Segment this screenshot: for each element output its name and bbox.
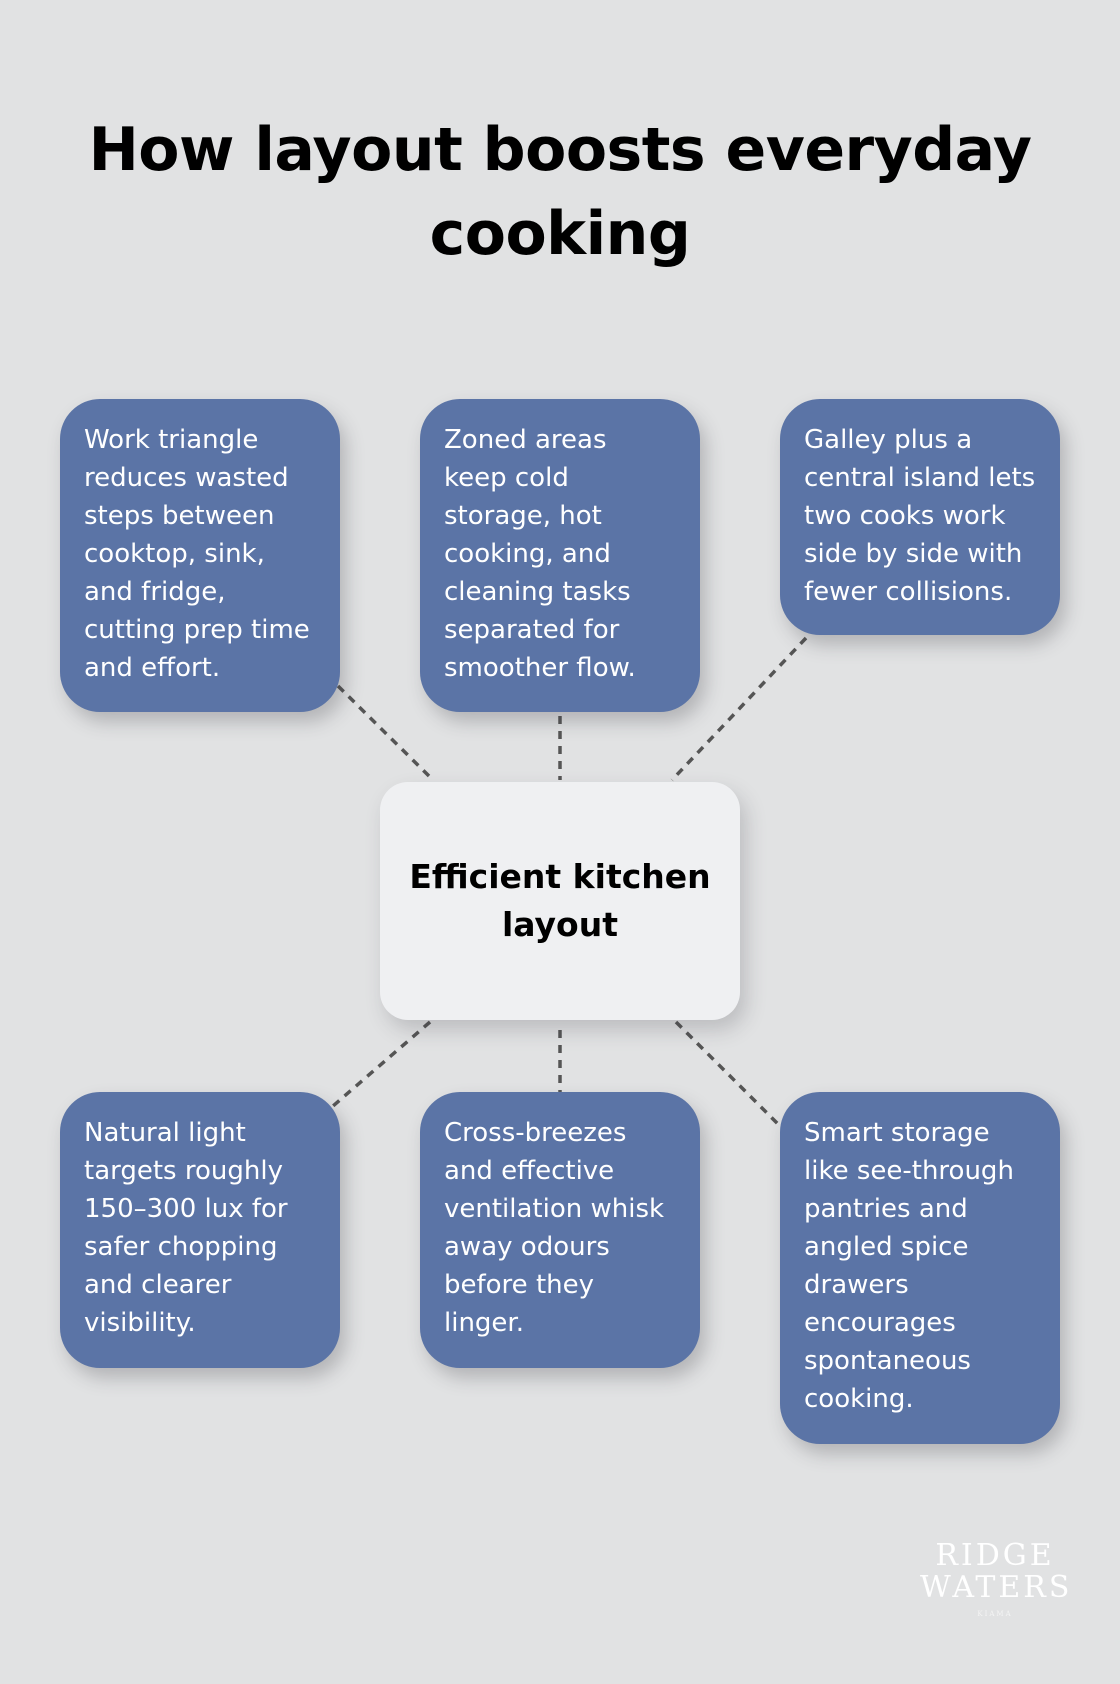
connector-bottom-left <box>331 1020 432 1108</box>
node-text: Cross-breezes and effective ventilation … <box>444 1118 665 1338</box>
node-zoned-areas: Zoned areas keep cold storage, hot cooki… <box>420 399 700 712</box>
node-work-triangle: Work triangle reduces wasted steps betwe… <box>60 399 340 712</box>
node-ventilation: Cross-breezes and effective ventilation … <box>420 1092 700 1368</box>
connector-top-left <box>336 684 435 782</box>
connector-bottom-right <box>674 1020 782 1128</box>
connector-top-right <box>670 636 808 782</box>
node-text: Natural light targets roughly 150–300 lu… <box>84 1118 288 1338</box>
page-title: How layout boosts everyday cooking <box>88 115 1032 269</box>
logo-line-1: RIDGE <box>935 1538 1055 1573</box>
logo-subtext: KIAMA <box>977 1610 1013 1618</box>
node-text: Zoned areas keep cold storage, hot cooki… <box>444 425 636 683</box>
node-smart-storage: Smart storage like see-through pantries … <box>780 1092 1060 1444</box>
brand-logo: RIDGE WATERS KIAMA <box>920 1538 1073 1619</box>
node-galley-island: Galley plus a central island lets two co… <box>780 399 1060 635</box>
node-text: Smart storage like see-through pantries … <box>804 1118 1014 1414</box>
logo-line-2: WATERS <box>920 1570 1073 1605</box>
node-text: Work triangle reduces wasted steps betwe… <box>84 425 310 683</box>
node-text: Galley plus a central island lets two co… <box>804 425 1036 607</box>
central-node-label: Efficient kitchen layout <box>409 857 711 944</box>
central-node: Efficient kitchen layout <box>380 782 740 1020</box>
node-natural-light: Natural light targets roughly 150–300 lu… <box>60 1092 340 1368</box>
